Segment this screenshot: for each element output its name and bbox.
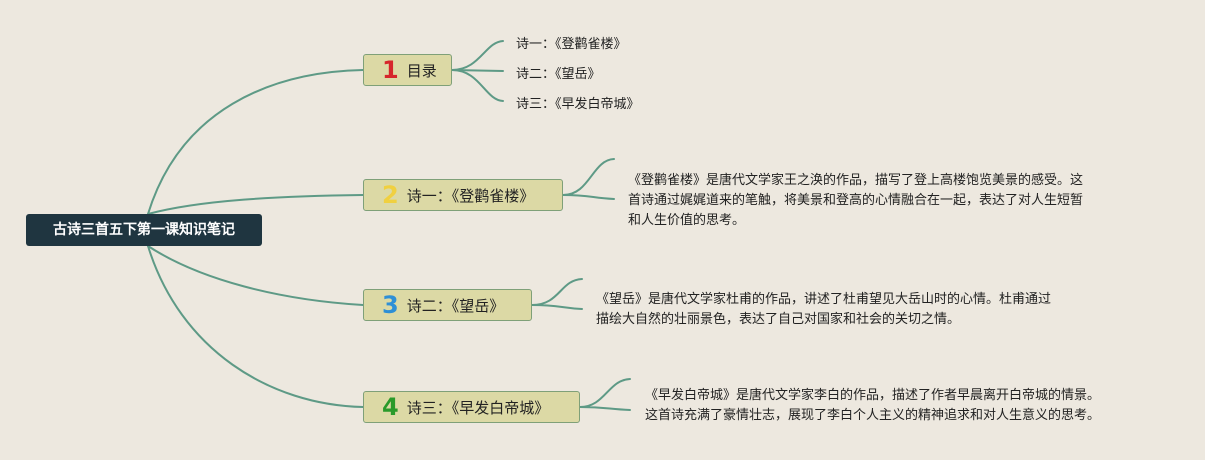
poem-1-description: 《登鹳雀楼》是唐代文学家王之涣的作品，描写了登上高楼饱览美景的感受。这 首诗通过…: [628, 171, 1083, 231]
root-node[interactable]: 古诗三首五下第一课知识笔记: [26, 214, 262, 246]
poem-1-desc-line-1: 《登鹳雀楼》是唐代文学家王之涣的作品，描写了登上高楼饱览美景的感受。这: [628, 173, 1084, 188]
branch-label-poem-3: 诗三：《早发白帝城》: [406, 398, 550, 417]
connector-root-branch-2: [147, 194, 364, 215]
poem-1-desc-line-2: 首诗通过娓娓道来的笔触，将美景和登高的心情融合在一起，表达了对人生短暂: [628, 193, 1084, 208]
branch-node-poem-1[interactable]: 2 诗一：《登鹳雀楼》: [363, 179, 563, 211]
branch-label-poem-2: 诗二：《望岳》: [406, 296, 505, 315]
branch-label-poem-1: 诗一：《登鹳雀楼》: [406, 186, 535, 205]
connector-root-branch-3: [147, 245, 364, 306]
toc-item-1[interactable]: 诗一：《登鹳雀楼》: [516, 37, 627, 52]
root-label: 古诗三首五下第一课知识笔记: [53, 222, 235, 238]
connector-toc-1: [451, 40, 504, 71]
branch-node-poem-3[interactable]: 4 诗三：《早发白帝城》: [363, 391, 580, 423]
connector-desc-3: [531, 278, 583, 310]
poem-3-desc-line-1: 《早发白帝城》是唐代文学家李白的作品，描述了作者早晨离开白帝城的情景。: [645, 388, 1101, 403]
poem-2-desc-line-2: 描绘大自然的壮丽景色，表达了自己对国家和社会的关切之情。: [596, 312, 961, 327]
poem-3-desc-line-2: 这首诗充满了豪情壮志，展现了李白个人主义的精神追求和对人生意义的思考。: [645, 408, 1101, 423]
toc-item-3[interactable]: 诗三：《早发白帝城》: [516, 97, 640, 112]
connector-desc-2: [562, 158, 615, 200]
poem-1-desc-line-3: 和人生价值的思考。: [628, 213, 746, 228]
branch-node-toc[interactable]: 1 目录: [363, 54, 452, 86]
number-3-icon: 3: [382, 291, 399, 319]
number-4-icon: 4: [382, 393, 399, 421]
poem-2-desc-line-1: 《望岳》是唐代文学家杜甫的作品，讲述了杜甫望见大岳山时的心情。杜甫通过: [596, 292, 1052, 307]
connector-desc-4: [579, 378, 631, 411]
poem-3-description: 《早发白帝城》是唐代文学家李白的作品，描述了作者早晨离开白帝城的情景。 这首诗充…: [645, 386, 1100, 426]
toc-item-2[interactable]: 诗二：《望岳》: [516, 67, 601, 82]
connector-toc-3: [451, 69, 504, 102]
connector-root-branch-1: [147, 69, 364, 215]
connector-root-branch-4: [147, 245, 364, 408]
number-1-icon: 1: [382, 56, 399, 84]
branch-label-toc: 目录: [406, 61, 437, 80]
number-2-icon: 2: [382, 181, 399, 209]
poem-2-description: 《望岳》是唐代文学家杜甫的作品，讲述了杜甫望见大岳山时的心情。杜甫通过 描绘大自…: [596, 290, 1051, 330]
branch-node-poem-2[interactable]: 3 诗二：《望岳》: [363, 289, 532, 321]
